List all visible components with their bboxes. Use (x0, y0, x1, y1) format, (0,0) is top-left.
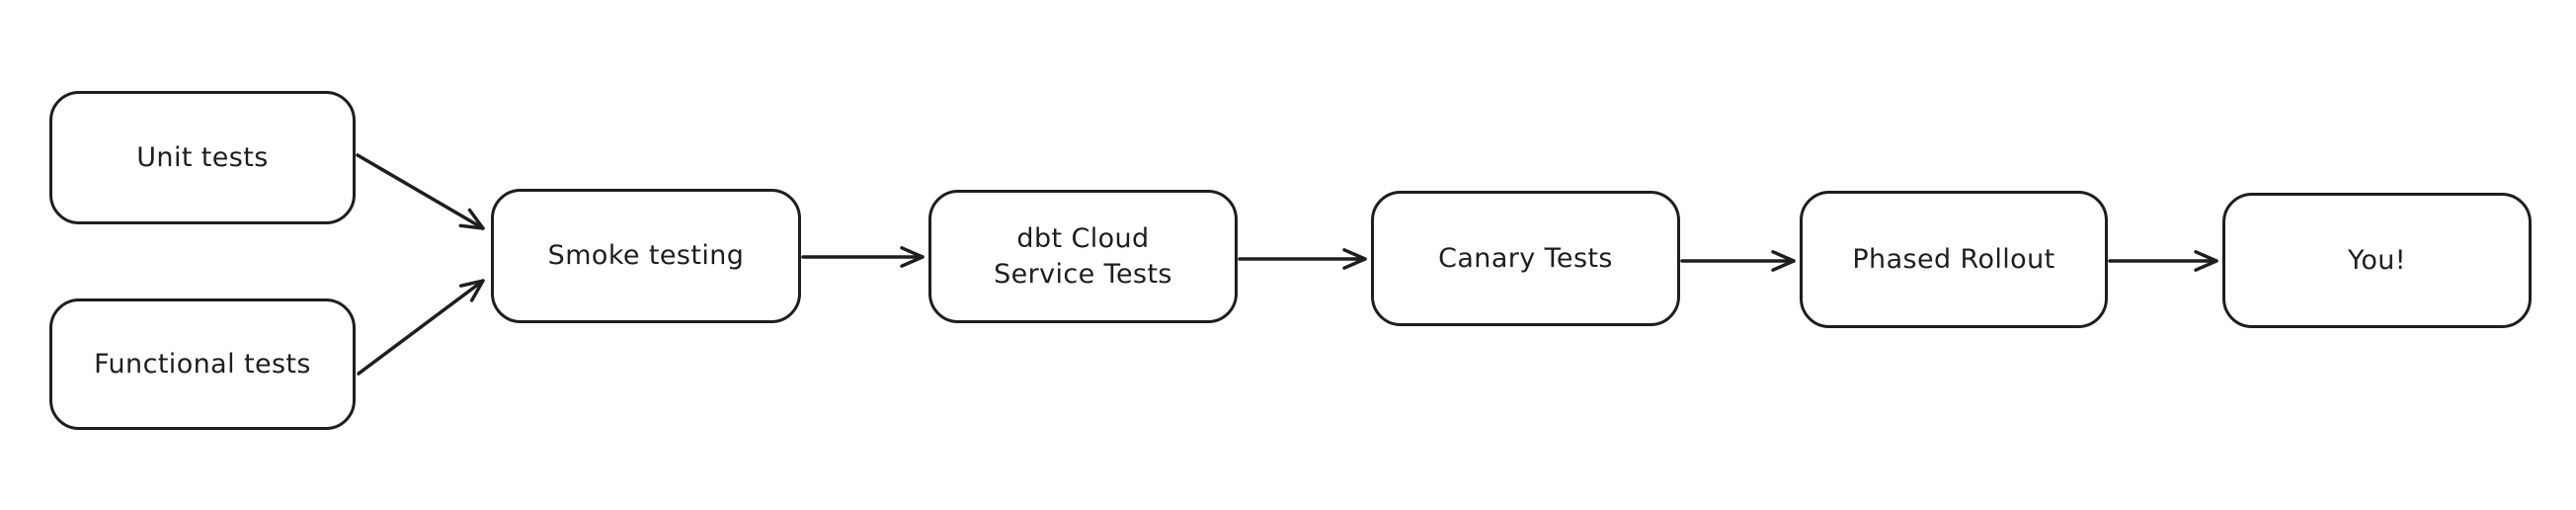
node-label-dbt-cloud-service-tests: dbt Cloud Service Tests (994, 223, 1172, 290)
edge-functional-tests-to-smoke-testing (357, 279, 485, 376)
node-label-unit-tests: Unit tests (136, 141, 269, 173)
node-functional-tests: Functional tests (49, 298, 356, 430)
node-canary-tests: Canary Tests (1371, 191, 1680, 326)
node-label-smoke-testing: Smoke testing (547, 240, 745, 272)
node-phased-rollout: Phased Rollout (1800, 191, 2108, 328)
edge-unit-tests-to-smoke-testing (356, 153, 485, 230)
node-label-canary-tests: Canary Tests (1438, 242, 1613, 274)
node-dbt-cloud-service-tests: dbt Cloud Service Tests (928, 190, 1238, 323)
node-label-you: You! (2348, 244, 2406, 276)
node-you: You! (2222, 193, 2532, 328)
node-label-functional-tests: Functional tests (94, 348, 311, 380)
node-unit-tests: Unit tests (49, 91, 356, 224)
node-label-phased-rollout: Phased Rollout (1852, 243, 2055, 275)
node-smoke-testing: Smoke testing (491, 189, 801, 323)
